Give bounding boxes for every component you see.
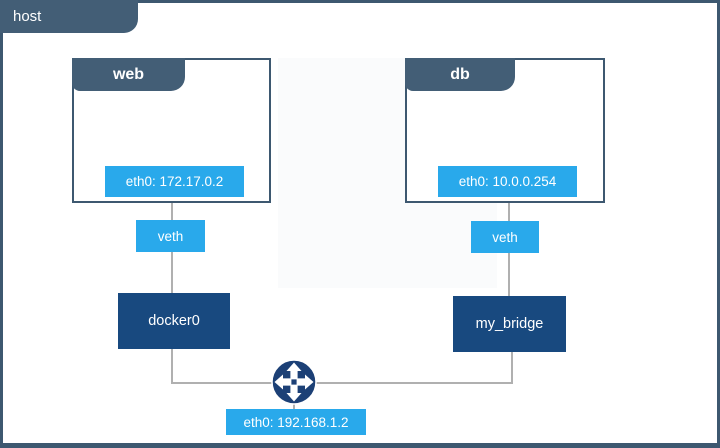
bridge-my-bridge: my_bridge — [453, 296, 566, 352]
container-tab-db: db — [405, 58, 515, 91]
router-cross-arrows-icon — [271, 359, 317, 405]
connector-horizontal-bus — [171, 382, 513, 384]
connector-web-to-veth — [171, 203, 173, 220]
container-name-web: web — [112, 65, 145, 83]
connector-veth-to-docker0 — [171, 252, 173, 293]
connector-docker0-to-bus — [171, 349, 173, 383]
bridge-docker0: docker0 — [118, 293, 230, 349]
connector-router-to-eth0 — [293, 404, 295, 410]
host-label: host — [13, 8, 42, 25]
connector-mybridge-to-bus — [511, 352, 513, 383]
container-box-web: web eth0: 172.17.0.2 — [72, 58, 271, 203]
host-tab: host — [0, 0, 138, 33]
container-name-db: db — [450, 65, 470, 83]
connector-db-to-veth — [508, 203, 510, 221]
connector-veth-to-mybridge — [508, 253, 510, 296]
host-interface-badge: eth0: 192.168.1.2 — [226, 409, 366, 435]
container-box-db: db eth0: 10.0.0.254 — [405, 58, 605, 203]
container-tab-web: web — [72, 58, 185, 91]
interface-badge-web: eth0: 172.17.0.2 — [105, 166, 244, 197]
veth-badge-db: veth — [471, 221, 539, 253]
veth-badge-web: veth — [136, 220, 205, 252]
interface-badge-db: eth0: 10.0.0.254 — [438, 166, 577, 197]
